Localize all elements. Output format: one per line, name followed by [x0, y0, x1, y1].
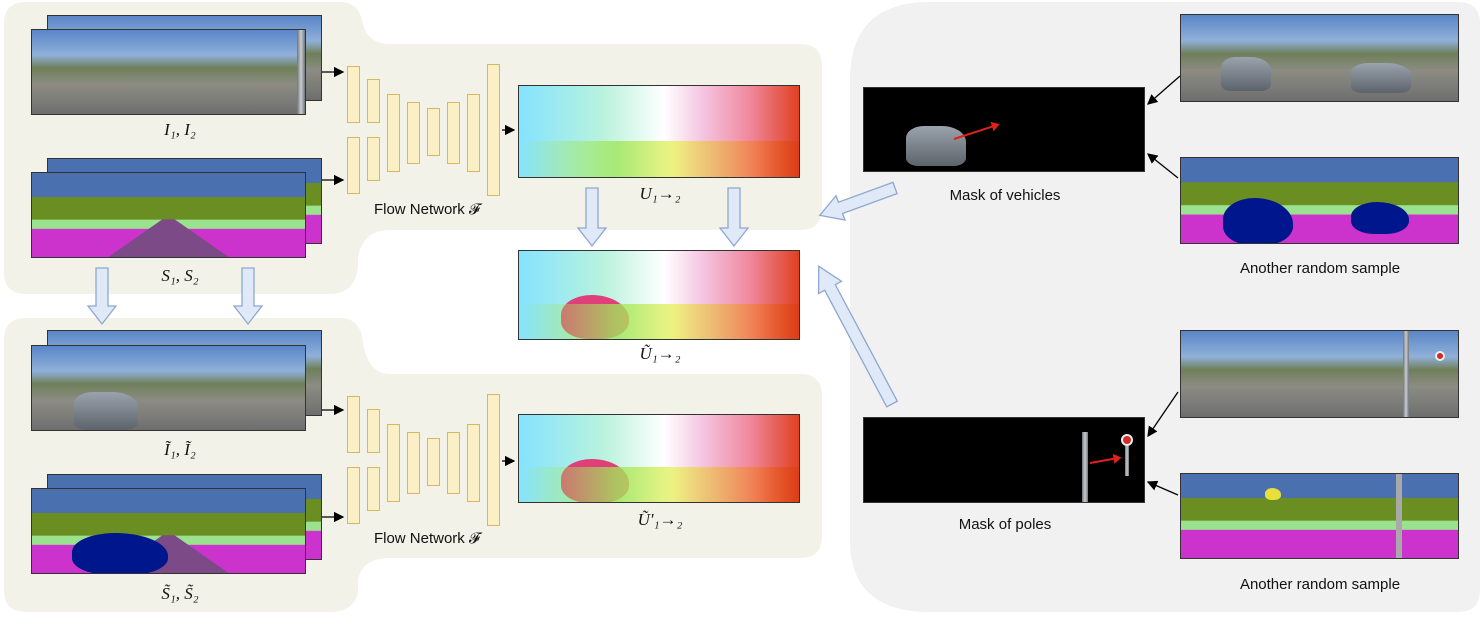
flow-image [518, 85, 800, 178]
pred-flow-image [518, 414, 800, 503]
block-arrow-seg-left [86, 267, 118, 326]
mask-sign [1121, 434, 1133, 446]
small-arrows [322, 66, 1181, 523]
sample-image-bottom [1180, 330, 1459, 418]
block-arrows [86, 181, 899, 408]
label-seg-pair: S₁, S₂ [161, 266, 199, 285]
mask-pole-2 [1125, 446, 1129, 476]
block-arrow-flow-right [718, 187, 750, 248]
mask-vehicles-image [863, 87, 1145, 172]
sample-seg-top [1180, 157, 1459, 244]
mask-pole-1 [1082, 432, 1088, 502]
pasted-car-seg [72, 533, 168, 573]
label-aug-images-pair: Ĩ₁, Ĩ₂ [164, 440, 196, 459]
label-aug-seg-pair: S̃₁, S̃₂ [161, 584, 199, 603]
mask-poles-image [863, 417, 1145, 503]
label-flow: U₁→₂ [639, 184, 681, 203]
block-arrow-vehicles [818, 181, 898, 221]
pasted-car [74, 392, 138, 430]
label-flow-network-bottom: Flow Network 𝓕 [373, 530, 481, 547]
label-mask-poles: Mask of poles [958, 516, 1052, 533]
label-flow-network-top: Flow Network 𝓕 [373, 201, 481, 218]
block-arrow-flow-left [576, 187, 608, 248]
image-aug-front [31, 345, 306, 431]
seg-s1-front [31, 172, 306, 258]
aug-flow-image [518, 250, 800, 340]
pole-shape [297, 30, 305, 114]
sample-seg-bottom [1180, 473, 1459, 559]
label-aug-flow: Ũ₁→₂ [639, 344, 681, 363]
mask-car [906, 126, 966, 166]
label-random-sample-bottom: Another random sample [1239, 576, 1401, 593]
label-images-pair: I₁, I₂ [164, 120, 196, 139]
label-pred-flow: Ũ′₁→₂ [637, 510, 683, 529]
seg-aug-front [31, 488, 306, 574]
label-random-sample-top: Another random sample [1239, 260, 1401, 277]
block-arrow-poles [817, 265, 899, 408]
label-mask-vehicles: Mask of vehicles [949, 187, 1061, 204]
block-arrow-seg-right [232, 267, 264, 326]
sample-image-top [1180, 14, 1459, 102]
image-i1-front [31, 29, 306, 115]
